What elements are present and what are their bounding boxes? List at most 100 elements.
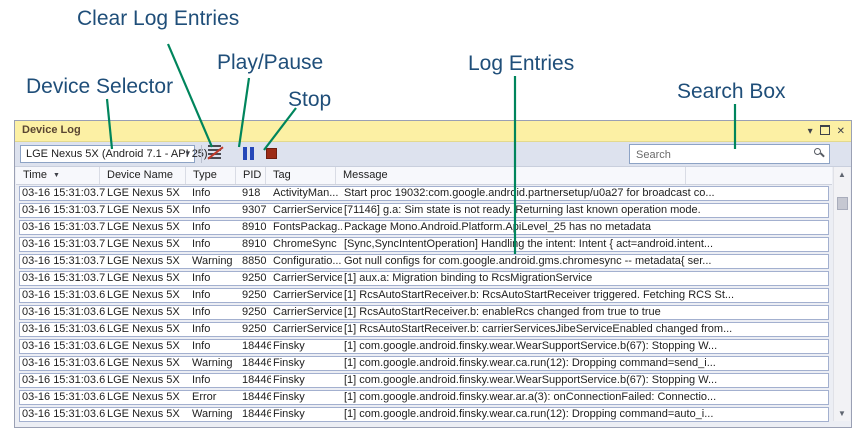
scroll-down-icon[interactable]: ▼ xyxy=(838,409,846,418)
log-row[interactable]: 03-16 15:31:03.641 LGE Nexus 5X Error 18… xyxy=(19,390,829,405)
search-icon[interactable] xyxy=(813,148,825,160)
cell-type: Warning xyxy=(192,408,233,420)
log-row[interactable]: 03-16 15:31:03.734 LGE Nexus 5X Info 891… xyxy=(19,220,829,235)
cell-time: 03-16 15:31:03.655 xyxy=(22,357,105,369)
cell-tag: Finsky xyxy=(273,357,305,369)
toolbar-separator xyxy=(201,145,202,163)
cell-pid: 18446 xyxy=(242,408,271,420)
cell-device-name: LGE Nexus 5X xyxy=(107,272,180,284)
log-row[interactable]: 03-16 15:31:03.727 LGE Nexus 5X Info 891… xyxy=(19,237,829,252)
cell-type: Info xyxy=(192,306,211,318)
annotation-search-box: Search Box xyxy=(677,80,786,103)
cell-tag: ChromeSync xyxy=(273,238,337,250)
cell-time: 03-16 15:31:03.734 xyxy=(22,221,105,233)
cell-message: [1] com.google.android.finsky.wear.ca.ru… xyxy=(344,357,716,369)
log-row[interactable]: 03-16 15:31:03.642 LGE Nexus 5X Info 184… xyxy=(19,373,829,388)
cell-time: 03-16 15:31:03.711 xyxy=(22,272,105,284)
column-header-device-name[interactable]: Device Name xyxy=(100,167,186,184)
cell-message: Start proc 19032:com.google.android.part… xyxy=(344,187,715,199)
cell-message: [1] com.google.android.finsky.wear.WearS… xyxy=(344,374,718,386)
cell-pid: 18446 xyxy=(242,374,271,386)
column-header-time[interactable]: Time▼ xyxy=(16,167,100,184)
cell-time: 03-16 15:31:03.753 xyxy=(22,204,105,216)
cell-type: Info xyxy=(192,374,211,386)
cell-pid: 9250 xyxy=(242,272,267,284)
cell-pid: 18446 xyxy=(242,391,271,403)
search-input[interactable] xyxy=(634,146,808,164)
cell-device-name: LGE Nexus 5X xyxy=(107,238,180,250)
cell-message: [1] RcsAutoStartReceiver.b: carrierServi… xyxy=(344,323,733,335)
log-row[interactable]: 03-16 15:31:03.694 LGE Nexus 5X Info 925… xyxy=(19,288,829,303)
log-row[interactable]: 03-16 15:31:03.757 LGE Nexus 5X Info 918… xyxy=(19,186,829,201)
window-menu-icon[interactable]: ▾ xyxy=(807,125,813,137)
cell-device-name: LGE Nexus 5X xyxy=(107,323,180,335)
close-icon[interactable]: ✕ xyxy=(836,125,845,137)
cell-device-name: LGE Nexus 5X xyxy=(107,187,180,199)
vertical-scrollbar[interactable]: ▲ ▼ xyxy=(833,167,850,421)
cell-message: [1] RcsAutoStartReceiver.b: enableRcs ch… xyxy=(344,306,661,318)
scroll-up-icon[interactable]: ▲ xyxy=(838,170,846,179)
column-header-message[interactable]: Message xyxy=(336,167,686,184)
cell-message: [Sync,SyncIntentOperation] Handling the … xyxy=(344,238,714,250)
column-header-tag[interactable]: Tag xyxy=(266,167,336,184)
cell-tag: CarrierServices xyxy=(273,272,342,284)
chevron-down-icon[interactable]: ▾ xyxy=(185,148,190,158)
cell-time: 03-16 15:31:03.642 xyxy=(22,374,105,386)
cell-message: Got null configs for com.google.android.… xyxy=(344,255,712,267)
cell-tag: FontsPackag... xyxy=(273,221,342,233)
cell-message: [1] com.google.android.finsky.wear.ca.ru… xyxy=(344,408,714,420)
annotation-stop: Stop xyxy=(288,88,332,111)
clear-log-entries-button[interactable] xyxy=(205,144,225,164)
cell-type: Info xyxy=(192,272,211,284)
cell-device-name: LGE Nexus 5X xyxy=(107,306,180,318)
cell-type: Info xyxy=(192,187,211,199)
cell-type: Error xyxy=(192,391,217,403)
cell-pid: 8850 xyxy=(242,255,267,267)
column-header-pid[interactable]: PID xyxy=(236,167,266,184)
cell-time: 03-16 15:31:03.694 xyxy=(22,289,105,301)
cell-time: 03-16 15:31:03.719 xyxy=(22,255,105,267)
cell-message: [1] aux.a: Migration binding to RcsMigra… xyxy=(344,272,593,284)
cell-device-name: LGE Nexus 5X xyxy=(107,340,180,352)
cell-pid: 18446 xyxy=(242,357,271,369)
cell-type: Info xyxy=(192,323,211,335)
log-row[interactable]: 03-16 15:31:03.719 LGE Nexus 5X Warning … xyxy=(19,254,829,269)
log-row[interactable]: 03-16 15:31:03.711 LGE Nexus 5X Info 925… xyxy=(19,271,829,286)
maximize-icon[interactable] xyxy=(819,125,830,138)
cell-device-name: LGE Nexus 5X xyxy=(107,204,180,216)
window-titlebar[interactable]: Device Log ▾ ✕ xyxy=(15,121,851,142)
sort-descending-icon: ▼ xyxy=(53,172,60,179)
cell-time: 03-16 15:31:03.674 xyxy=(22,323,105,335)
pause-icon xyxy=(250,147,254,160)
stop-button[interactable] xyxy=(261,144,281,164)
log-row[interactable]: 03-16 15:31:03.693 LGE Nexus 5X Info 925… xyxy=(19,305,829,320)
cell-tag: ActivityMan... xyxy=(273,187,339,199)
cell-pid: 9250 xyxy=(242,306,267,318)
log-row[interactable]: 03-16 15:31:03.674 LGE Nexus 5X Info 925… xyxy=(19,322,829,337)
cell-message: [71146] g.a: Sim state is not ready. Ret… xyxy=(344,204,701,216)
annotation-log-entries: Log Entries xyxy=(468,52,575,75)
play-pause-button[interactable] xyxy=(238,144,258,164)
cell-device-name: LGE Nexus 5X xyxy=(107,221,180,233)
cell-message: [1] RcsAutoStartReceiver.b: RcsAutoStart… xyxy=(344,289,735,301)
cell-message: [1] com.google.android.finsky.wear.ar.a(… xyxy=(344,391,717,403)
cell-type: Info xyxy=(192,221,211,233)
column-header-type[interactable]: Type xyxy=(186,167,236,184)
scrollbar-thumb[interactable] xyxy=(837,197,848,210)
log-row[interactable]: 03-16 15:31:03.753 LGE Nexus 5X Info 930… xyxy=(19,203,829,218)
device-selector-dropdown[interactable]: LGE Nexus 5X (Android 7.1 - API 25) ▾ xyxy=(20,145,208,163)
toolbar: LGE Nexus 5X (Android 7.1 - API 25) ▾ xyxy=(15,142,851,167)
cell-pid: 9250 xyxy=(242,323,267,335)
pause-icon xyxy=(243,147,247,160)
log-row[interactable]: 03-16 15:31:03.641 LGE Nexus 5X Warning … xyxy=(19,407,829,422)
log-row[interactable]: 03-16 15:31:03.655 LGE Nexus 5X Info 184… xyxy=(19,339,829,354)
cell-tag: Finsky xyxy=(273,374,305,386)
cell-tag: CarrierServices xyxy=(273,204,342,216)
cell-device-name: LGE Nexus 5X xyxy=(107,255,180,267)
log-row[interactable]: 03-16 15:31:03.655 LGE Nexus 5X Warning … xyxy=(19,356,829,371)
cell-message: [1] com.google.android.finsky.wear.WearS… xyxy=(344,340,718,352)
cell-time: 03-16 15:31:03.757 xyxy=(22,187,105,199)
cell-time: 03-16 15:31:03.641 xyxy=(22,408,105,420)
search-box[interactable] xyxy=(629,144,830,164)
